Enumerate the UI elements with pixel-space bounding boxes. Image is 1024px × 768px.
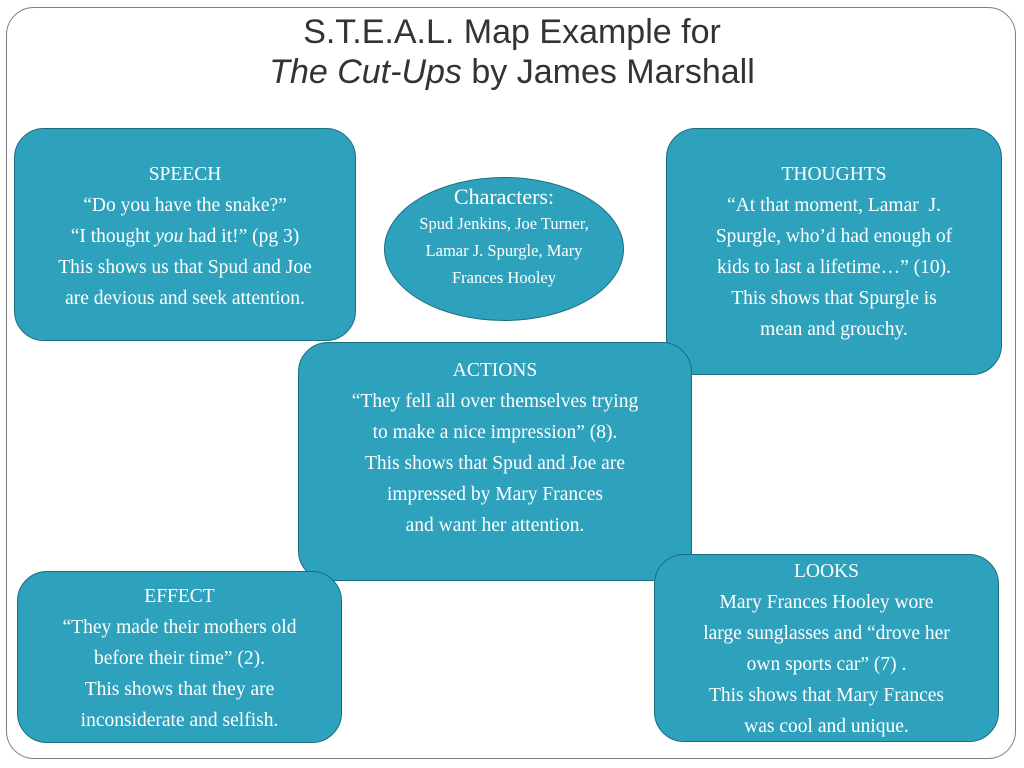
speech-quote-2: “I thought you had it!” (pg 3) (15, 221, 355, 252)
speech-quote-2-post: had it!” (pg 3) (183, 226, 300, 247)
characters-ellipse: Characters: Spud Jenkins, Joe Turner, La… (384, 177, 624, 321)
effect-line-2: before their time” (2). (93, 648, 266, 669)
page-title: S.T.E.A.L. Map Example for The Cut-Ups b… (0, 12, 1024, 92)
looks-line-5: was cool and unique. (744, 716, 909, 737)
effect-heading: EFFECT (144, 586, 215, 607)
speech-quote-1: “Do you have the snake?” (83, 195, 287, 216)
looks-line-2: large sunglasses and “drove her (703, 623, 950, 644)
characters-heading: Characters: (453, 184, 555, 209)
looks-line-1: Mary Frances Hooley wore (719, 592, 934, 613)
speech-analysis-2: are devious and seek attention. (65, 288, 305, 309)
characters-names: Spud Jenkins, Joe Turner, Lamar J. Spurg… (419, 214, 589, 287)
effect-box: EFFECT “They made their mothers old befo… (17, 571, 342, 743)
speech-quote-2-emphasis: you (155, 226, 184, 247)
book-title: The Cut-Ups (269, 53, 462, 91)
effect-line-3: This shows that they are (84, 679, 275, 700)
thoughts-heading: THOUGHTS (781, 164, 887, 185)
title-line-1: S.T.E.A.L. Map Example for (303, 13, 721, 51)
actions-line-2: to make a nice impression” (8). (372, 422, 618, 443)
actions-line-5: and want her attention. (405, 515, 585, 536)
speech-quote-2-pre: “I thought (70, 226, 156, 247)
actions-line-3: This shows that Spud and Joe are (365, 453, 625, 474)
thoughts-line-5: mean and grouchy. (760, 319, 908, 340)
effect-line-1: “They made their mothers old (62, 617, 297, 638)
thoughts-box: THOUGHTS “At that moment, Lamar J. Spurg… (666, 128, 1002, 375)
title-line-2: The Cut-Ups by James Marshall (0, 52, 1024, 92)
speech-heading: SPEECH (148, 164, 222, 185)
book-author: by James Marshall (461, 53, 755, 91)
thoughts-line-1: “At that moment, Lamar J. (727, 195, 941, 216)
looks-heading: LOOKS (793, 561, 859, 582)
effect-line-4: inconsiderate and selfish. (80, 710, 279, 731)
actions-line-1: “They fell all over themselves trying (351, 391, 639, 412)
looks-box: LOOKS Mary Frances Hooley wore large sun… (654, 554, 999, 742)
thoughts-line-3: kids to last a lifetime…” (10). (717, 257, 951, 278)
actions-heading: ACTIONS (452, 360, 538, 381)
actions-box: ACTIONS “They fell all over themselves t… (298, 342, 692, 581)
thoughts-line-2: Spurgle, who’d had enough of (715, 226, 953, 247)
looks-line-3: own sports car” (7) . (746, 654, 907, 675)
speech-box: SPEECH “Do you have the snake?” “I thoug… (14, 128, 356, 341)
looks-line-4: This shows that Mary Frances (708, 685, 945, 706)
thoughts-line-4: This shows that Spurgle is (731, 288, 937, 309)
speech-analysis-1: This shows us that Spud and Joe (58, 257, 312, 278)
actions-line-4: impressed by Mary Frances (386, 484, 604, 505)
